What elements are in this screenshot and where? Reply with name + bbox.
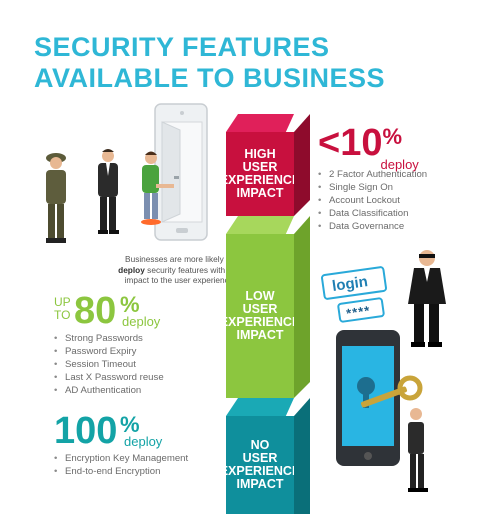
list-item: End-to-end Encryption: [54, 465, 188, 478]
list-item: Password Expiry: [54, 345, 164, 358]
high-impact-block: HIGH USER EXPERIENCE IMPACT: [220, 132, 300, 216]
list-item: Data Classification: [318, 207, 427, 220]
low-block-side: [294, 216, 310, 398]
low-block-line-3: EXPERIENCE: [219, 315, 301, 329]
list-item: Session Timeout: [54, 358, 164, 371]
title-line-1: SECURITY FEATURES: [34, 32, 330, 62]
key-icon: [360, 375, 423, 408]
low-block-line-4: IMPACT: [236, 328, 284, 342]
low-feature-list: Strong Passwords Password Expiry Session…: [54, 332, 164, 397]
security-guard-figure: [408, 250, 446, 347]
smartphone-icon: [336, 330, 400, 466]
none-stat: 100 % deploy Encryption Key Management E…: [54, 412, 188, 478]
high-stat-value: <10: [318, 122, 383, 164]
low-stat-label: deploy: [122, 314, 161, 329]
low-stat-value-row: UP TO 80 % deploy: [54, 292, 164, 332]
phone-door-icon: [154, 103, 208, 241]
none-feature-list: Encryption Key Management End-to-end Enc…: [54, 452, 188, 478]
child-figure: [141, 151, 174, 225]
high-block-line-3: EXPERIENCE: [219, 173, 301, 187]
low-block-line-2: USER: [242, 302, 278, 316]
list-item: Last X Password reuse: [54, 371, 164, 384]
no-impact-block: NO USER EXPERIENCE IMPACT: [220, 416, 300, 514]
no-block-top: [226, 398, 294, 416]
soldier-figure: [46, 153, 66, 243]
list-item: Single Sign On: [318, 181, 427, 194]
caption-line-3: impact to the user experience: [124, 275, 234, 285]
high-stat-value-row: <10% deploy: [318, 122, 427, 172]
low-block-top: [226, 216, 294, 234]
queue-at-door-illustration: [46, 103, 208, 243]
none-stat-value: 100: [54, 410, 118, 452]
high-feature-list: 2 Factor Authentication Single Sign On A…: [318, 168, 427, 233]
high-block-side: [294, 114, 310, 216]
caption-line-2: security features with low: [144, 264, 240, 275]
no-block-line-4: IMPACT: [236, 477, 284, 491]
low-stat: UP TO 80 % deploy Strong Passwords Passw…: [54, 292, 164, 397]
title-line-2: AVAILABLE TO BUSINESS: [34, 63, 386, 93]
list-item: Encryption Key Management: [54, 452, 188, 465]
list-item: 2 Factor Authentication: [318, 168, 427, 181]
list-item: AD Authentication: [54, 384, 164, 397]
high-block-line-2: USER: [242, 160, 278, 174]
caption-line-1: Businesses are more likely to: [125, 254, 233, 264]
high-stat-percent: %: [382, 124, 403, 149]
no-block-line-2: USER: [242, 451, 278, 465]
none-stat-percent: %: [120, 412, 140, 437]
none-stat-value-row: 100 % deploy: [54, 412, 188, 450]
list-item: Account Lockout: [318, 194, 427, 207]
impact-stack: HIGH USER EXPERIENCE IMPACT LOW USER EXP…: [220, 114, 310, 514]
caption-text: Businesses are more likely to deploy sec…: [94, 254, 264, 286]
low-stat-percent: %: [120, 292, 140, 317]
high-stat: <10% deploy 2 Factor Authentication Sing…: [318, 124, 427, 233]
low-block-line-1: LOW: [245, 289, 275, 303]
low-impact-block: LOW USER EXPERIENCE IMPACT: [220, 234, 300, 398]
low-stat-prefix-up: UP: [54, 295, 71, 309]
businessman-figure: [98, 149, 119, 234]
list-item: Data Governance: [318, 220, 427, 233]
low-stat-prefix-to: TO: [54, 308, 71, 322]
high-block-line-1: HIGH: [244, 147, 276, 161]
none-stat-label: deploy: [124, 434, 163, 449]
no-block-line-1: NO: [250, 438, 270, 452]
low-stat-value: 80: [74, 290, 117, 332]
worker-figure: [408, 408, 428, 492]
no-block-side: [294, 398, 310, 514]
high-block-line-4: IMPACT: [236, 186, 284, 200]
no-block-line-3: EXPERIENCE: [219, 464, 301, 478]
caption-bold-word: deploy: [118, 264, 145, 275]
security-illustration: [336, 250, 446, 492]
page-title: SECURITY FEATURES AVAILABLE TO BUSINESS: [34, 32, 385, 94]
list-item: Strong Passwords: [54, 332, 164, 345]
high-block-top: [226, 114, 294, 132]
